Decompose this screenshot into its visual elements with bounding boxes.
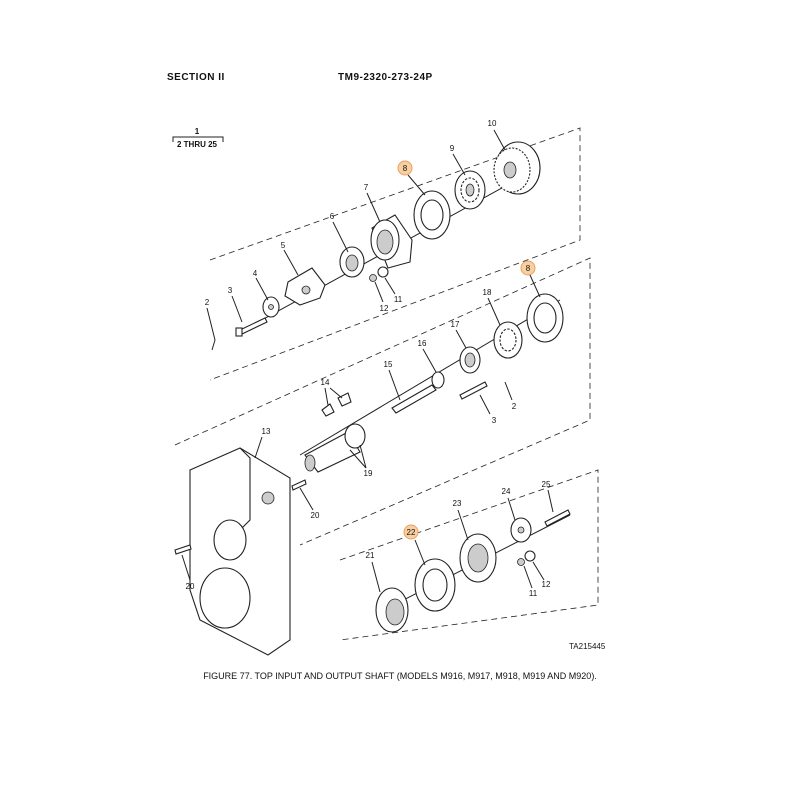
washer-16 [431,371,445,389]
callout-17: 17 [451,320,460,329]
bearing-9 [454,170,486,210]
callout-19: 19 [364,469,373,478]
highlight-markers [397,160,536,540]
callout-9: 9 [450,144,455,153]
callout-13: 13 [262,427,271,436]
leader-lines [181,129,554,593]
gasket-8-upper [413,190,451,240]
bolt-3-middle [459,381,488,400]
figure-caption: FIGURE 77. TOP INPUT AND OUTPUT SHAFT (M… [203,671,597,681]
callout-18: 18 [483,288,492,297]
bolt-3-upper [235,317,268,337]
illustration-id: TA215445 [569,642,606,651]
callout-labels: 2 3 4 5 6 7 8 9 10 11 12 8 18 17 16 15 1… [186,119,551,598]
callout-14: 14 [321,378,330,387]
callout-2-middle: 2 [512,402,517,411]
ref-bracket [172,136,224,142]
tm-number: TM9-2320-273-24P [338,72,433,83]
callout-3-upper: 3 [228,286,233,295]
callout-16: 16 [418,339,427,348]
callout-10: 10 [488,119,497,128]
callout-20-left: 20 [186,582,195,591]
callout-7: 7 [364,183,369,192]
nut-washer-upper [369,266,389,282]
bearing-18 [493,321,523,359]
ref-index-bottom: 2 THRU 25 [176,140,217,149]
group-boundaries [174,127,599,641]
callout-23: 23 [453,499,462,508]
retainer-7 [370,214,413,269]
callout-6: 6 [330,212,335,221]
keys-14 [321,392,352,417]
nut-washer-lower [517,550,536,566]
upper-shaft-assembly [235,141,541,337]
washer-4 [262,296,280,318]
bolt-25 [544,509,571,527]
flange-23 [459,533,497,583]
callout-21: 21 [366,551,375,560]
shaft-19 [304,423,366,473]
callout-4: 4 [253,269,258,278]
callout-5: 5 [281,241,286,250]
callout-3-middle: 3 [492,416,497,425]
gasket-22 [414,558,456,612]
callout-8-middle: 8 [526,264,531,273]
gasket-8-middle [526,293,564,343]
ref-index-top: 1 [194,127,200,136]
callout-2-upper: 2 [205,298,210,307]
yoke-5 [284,267,326,306]
callout-22: 22 [407,528,416,537]
callout-11-upper: 11 [394,295,403,304]
callout-25: 25 [542,480,551,489]
callout-20-right: 20 [311,511,320,520]
section-label: SECTION II [167,72,225,83]
callout-24: 24 [502,487,511,496]
output-assembly [375,509,571,633]
callout-12-upper: 12 [380,304,389,313]
callout-12-lower: 12 [542,580,551,589]
pin-15 [391,384,437,414]
retainer-21 [375,587,409,633]
seal-6 [339,246,365,278]
seal-17 [459,346,481,374]
callout-15: 15 [384,360,393,369]
callout-8-upper: 8 [403,164,408,173]
gear-10 [493,141,541,195]
middle-shaft-assembly [299,293,564,473]
housing-13 [174,447,307,656]
callout-11-lower: 11 [529,589,538,598]
washer-24 [510,517,532,543]
